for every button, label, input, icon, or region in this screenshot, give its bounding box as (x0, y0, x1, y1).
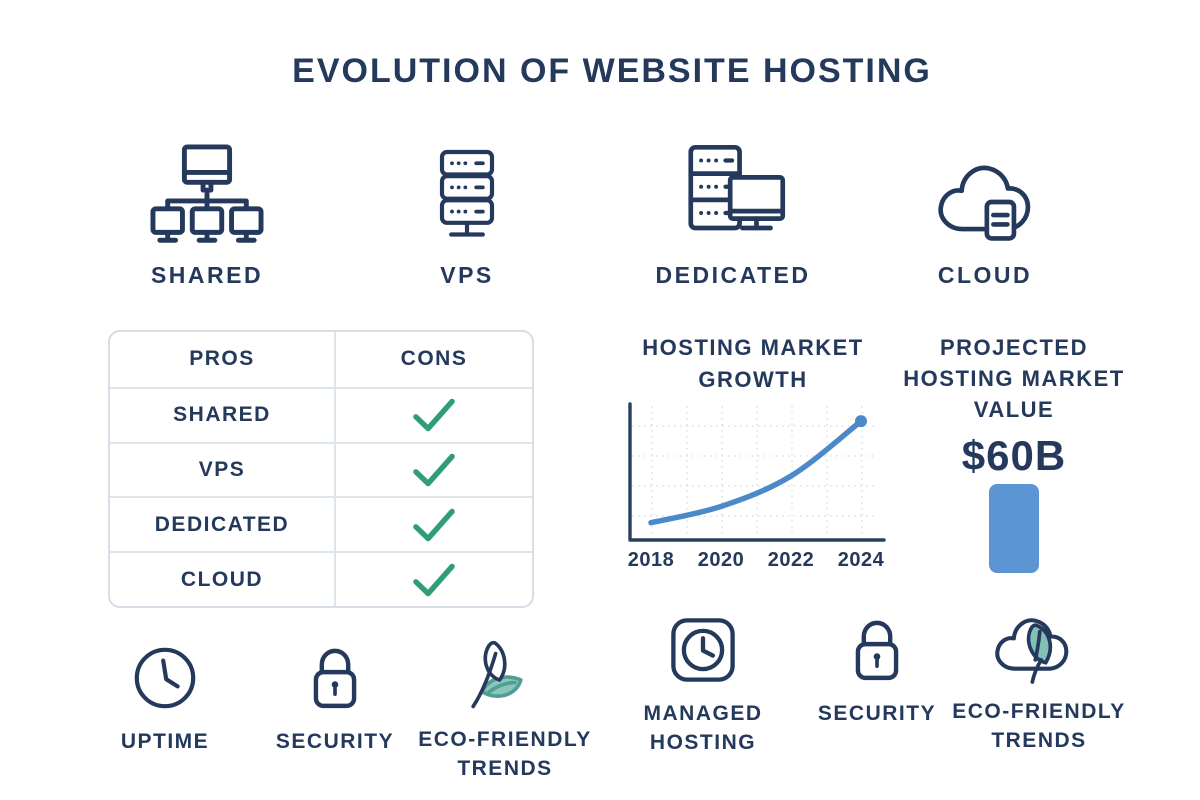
x-tick-label: 2024 (837, 549, 885, 571)
feature-label: MANAGED HOSTING (643, 702, 763, 754)
shared-hosting-icon (143, 124, 271, 254)
cons-check-cell (334, 386, 532, 442)
hosting-type-dedicated: DEDICATED (613, 124, 853, 289)
chart-axes (628, 402, 886, 542)
growth-line-chart (628, 402, 886, 542)
hosting-type-label: SHARED (150, 262, 264, 288)
check-icon (413, 563, 455, 596)
chart-title: HOSTING MARKET GROWTH (642, 335, 864, 392)
leaves-icon (448, 636, 534, 716)
projection-title: PROJECTED HOSTING MARKET VALUE (903, 335, 1125, 422)
cloud-hosting-icon (929, 124, 1041, 254)
check-icon (413, 453, 455, 487)
vps-server-icon (417, 124, 517, 254)
feature-security-right: SECURITY (762, 610, 992, 728)
padlock-icon (844, 610, 910, 690)
hosting-type-label: DEDICATED (655, 262, 811, 288)
feature-security-left: SECURITY (220, 638, 450, 756)
hosting-type-label: VPS (440, 262, 494, 288)
hosting-type-shared: SHARED (87, 124, 327, 289)
table-header-pros: PROS (189, 347, 255, 371)
check-icon (413, 398, 455, 432)
cloud-leaf-icon (991, 608, 1087, 688)
hosting-type-cloud: CLOUD (865, 124, 1105, 289)
page-title: EVOLUTION OF WEBSITE HOSTING (292, 52, 932, 90)
table-row-label: CLOUD (110, 551, 334, 606)
table-row-label: SHARED (110, 386, 334, 442)
curve-endpoint-dot (855, 415, 867, 428)
chart-x-axis-labels: 2018 2020 2022 2024 (618, 549, 892, 575)
table-row-label: DEDICATED (110, 496, 334, 551)
projection-value: $60B (961, 432, 1067, 479)
x-tick-label: 2018 (627, 549, 675, 571)
hosting-type-label: CLOUD (937, 262, 1033, 288)
feature-managed-hosting: MANAGED HOSTING (588, 610, 818, 757)
cons-check-cell (334, 441, 532, 497)
feature-eco-left: ECO-FRIENDLY TRENDS (390, 636, 620, 783)
x-tick-label: 2022 (767, 549, 815, 571)
dedicated-server-icon (672, 124, 794, 254)
check-icon (413, 508, 455, 542)
cons-check-cell (334, 551, 532, 606)
x-tick-label: 2020 (697, 549, 745, 571)
managed-hosting-clock-icon (666, 610, 740, 690)
cons-check-cell (334, 496, 532, 552)
pros-cons-table: PROS CONS SHARED VPS DEDICATED CLOUD (108, 330, 534, 608)
table-header-cons: CONS (334, 332, 532, 387)
projection-bar (989, 484, 1039, 573)
feature-eco-right: ECO-FRIENDLY TRENDS (924, 608, 1154, 755)
feature-uptime: UPTIME (50, 638, 280, 756)
clock-icon (129, 638, 201, 718)
feature-label: UPTIME (120, 730, 210, 753)
padlock-icon (302, 638, 368, 718)
table-row-label: VPS (110, 441, 334, 497)
hosting-type-vps: VPS (347, 124, 587, 289)
feature-label: SECURITY (275, 730, 395, 753)
growth-curve (648, 418, 864, 526)
feature-label: ECO-FRIENDLY TRENDS (952, 700, 1126, 752)
feature-label: SECURITY (817, 702, 937, 725)
feature-label: ECO-FRIENDLY TRENDS (418, 728, 592, 780)
